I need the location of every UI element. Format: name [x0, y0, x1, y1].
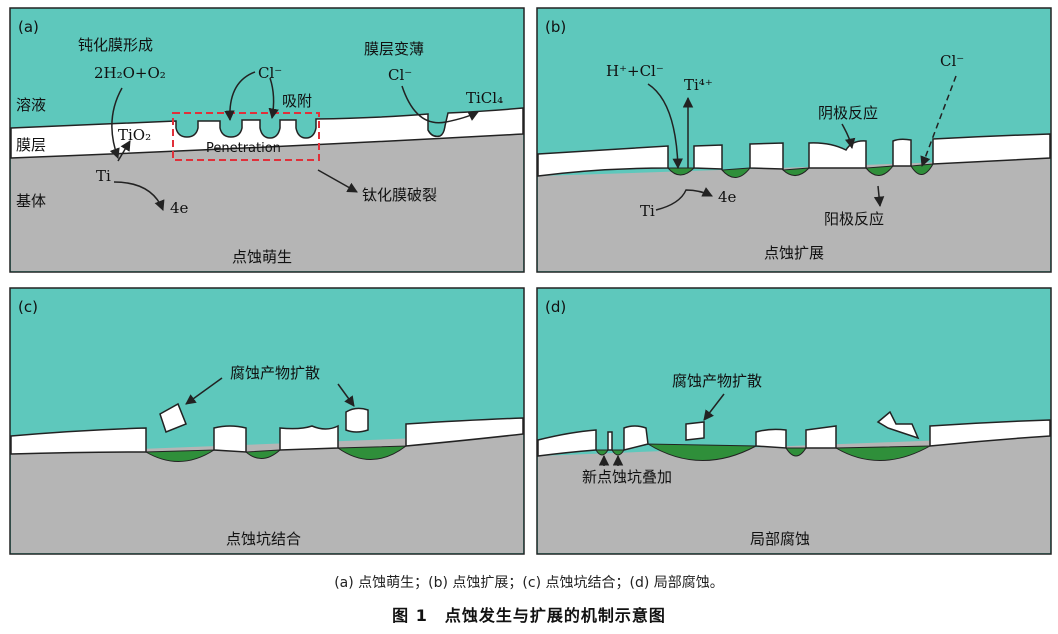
- arrow-adsorption: [268, 77, 279, 120]
- label-diffusion: 腐蚀产物扩散: [230, 364, 320, 382]
- label-substrate: 基体: [16, 192, 46, 210]
- substrate-region: [11, 134, 523, 271]
- panel-b-caption: 点蚀扩展: [764, 244, 824, 262]
- figure-title: 图 1 点蚀发生与扩展的机制示意图: [392, 606, 666, 625]
- panel-a-tag: (a): [18, 18, 39, 36]
- label-film-rupture: 钛化膜破裂: [362, 186, 437, 204]
- label-h-cl: H⁺+Cl⁻: [606, 62, 664, 80]
- label-chloride: Cl⁻: [940, 52, 964, 70]
- label-film: 膜层: [16, 136, 46, 154]
- arrow-water-to-ti: [109, 87, 123, 159]
- label-electrons: 4e: [718, 188, 737, 206]
- panel-d: (d) 腐蚀产物扩散 新点蚀坑叠加 局部腐蚀: [536, 287, 1052, 555]
- mechanism-diagram: (a) 溶液 膜层 基体 钝化膜形成 2H₂O+O₂ TiO₂ Ti 4e Cl…: [9, 7, 1052, 555]
- passive-film: [10, 107, 524, 159]
- label-new-pits: 新点蚀坑叠加: [582, 468, 672, 486]
- label-tio2: TiO₂: [118, 126, 151, 144]
- panel-a: (a) 溶液 膜层 基体 钝化膜形成 2H₂O+O₂ TiO₂ Ti 4e Cl…: [9, 7, 525, 273]
- panel-c: (c) 腐蚀产物扩散 点蚀坑结合: [9, 287, 525, 555]
- panel-a-caption: 点蚀萌生: [232, 248, 292, 266]
- label-chloride-1: Cl⁻: [258, 64, 282, 82]
- figure-subcaption: (a) 点蚀萌生；(b) 点蚀扩展；(c) 点蚀坑结合；(d) 局部腐蚀。: [334, 575, 724, 591]
- arrow-ti-to-electrons: [113, 181, 165, 211]
- label-chloride-2: Cl⁻: [388, 66, 412, 84]
- panel-c-caption: 点蚀坑结合: [226, 530, 301, 548]
- label-electrons: 4e: [170, 199, 189, 217]
- label-diffusion: 腐蚀产物扩散: [672, 372, 762, 390]
- penetration-box: [172, 112, 320, 161]
- label-film-thinning: 膜层变薄: [364, 40, 424, 58]
- panel-b: (b) H⁺+Cl⁻ Ti⁴⁺ 阴极反应 Cl⁻ Ti 4e 阳极反应 点蚀扩展: [536, 7, 1052, 273]
- label-ti4: Ti⁴⁺: [684, 76, 713, 94]
- label-anode: 阳极反应: [824, 210, 884, 228]
- label-solution: 溶液: [16, 96, 46, 114]
- label-cathode: 阴极反应: [818, 104, 878, 122]
- panel-d-tag: (d): [545, 298, 566, 316]
- panel-c-tag: (c): [18, 298, 38, 316]
- panel-d-caption: 局部腐蚀: [750, 530, 810, 548]
- panel-b-tag: (b): [545, 18, 566, 36]
- label-reaction-water: 2H₂O+O₂: [94, 64, 166, 82]
- label-ti: Ti: [640, 202, 655, 220]
- label-passivation: 钝化膜形成: [78, 36, 153, 54]
- arrow-chloride-1: [224, 71, 256, 122]
- arrow-ticl4: [401, 85, 479, 124]
- label-adsorption: 吸附: [282, 92, 312, 110]
- label-ticl4: TiCl₄: [466, 89, 503, 107]
- arrow-ti-to-tio2: [117, 140, 131, 162]
- arrow-film-rupture: [317, 169, 358, 193]
- label-penetration: Penetration: [206, 141, 281, 156]
- label-ti: Ti: [96, 167, 111, 185]
